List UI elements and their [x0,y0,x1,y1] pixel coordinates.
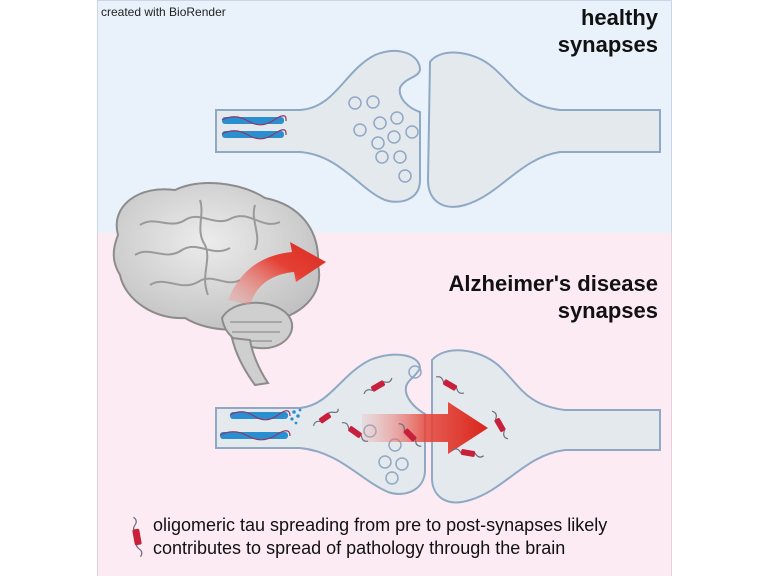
tau-oligomers [312,376,509,458]
healthy-presynaptic-neuron [215,50,422,203]
biorender-credit: created with BioRender [101,5,226,19]
healthy-microtubules [221,115,287,140]
brain-spread-arrow [228,242,326,305]
healthy-title-line2: synapses [557,32,658,57]
healthy-panel-title: healthy synapses [558,4,658,58]
ad-spread-arrow [362,402,488,454]
healthy-title-line1: healthy [580,5,658,30]
ad-microtubules [219,408,302,441]
legend-caption: oligomeric tau spreading from pre to pos… [153,514,607,560]
caption-line2: contributes to spread of pathology throu… [153,538,566,558]
caption-line1: oligomeric tau spreading from pre to pos… [153,515,608,535]
ad-postsynaptic-neuron [431,349,661,504]
ad-title-line2: synapses [557,298,658,323]
ad-title-line1: Alzheimer's disease [448,271,658,296]
brain-illustration [112,182,321,387]
legend-tau-icon [132,516,143,558]
healthy-vesicles [348,95,419,183]
healthy-postsynaptic-neuron [426,51,661,208]
alzheimers-panel-title: Alzheimer's disease synapses [449,270,658,324]
